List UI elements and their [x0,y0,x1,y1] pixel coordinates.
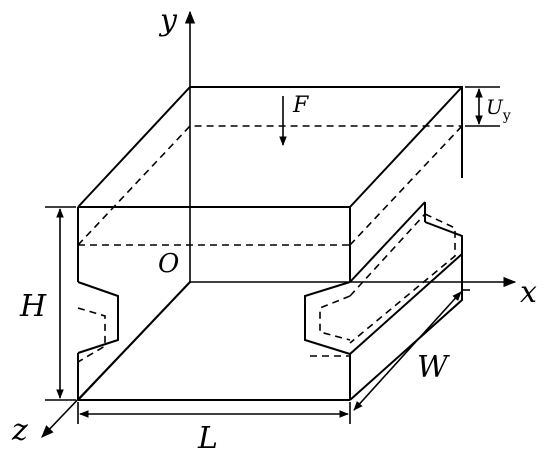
top-face [77,86,463,208]
deformed-shape [77,125,463,363]
force-label: F [292,93,309,118]
bottom-face [77,281,350,401]
y-axis-label: y [158,3,178,38]
x-axis-label: x [520,275,537,310]
length-dimension [77,402,351,424]
width-label: W [417,350,450,385]
displacement-main: U [486,95,504,119]
height-label: H [19,289,47,324]
width-dimension [353,289,470,411]
height-dimension [45,206,76,401]
length-label: L [197,421,218,456]
origin-label: O [158,249,179,279]
displacement-subscript: y [502,108,511,124]
displacement-dimension [465,86,500,127]
front-face [77,206,351,400]
displacement-label: Uy [486,95,511,124]
z-axis-label: z [11,413,28,448]
